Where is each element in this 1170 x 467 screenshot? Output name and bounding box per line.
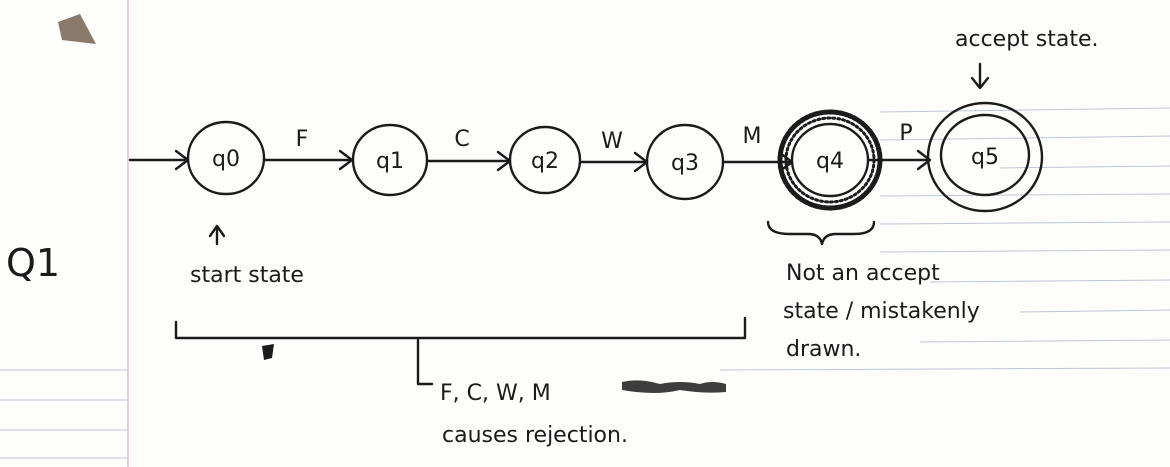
crossed-out-scribble: [622, 380, 726, 393]
rejection-line-2: causes rejection.: [442, 423, 628, 448]
start-state-pointer-head: [208, 224, 226, 238]
bracket-ink-blot: [262, 344, 274, 360]
state-q1-label: q1: [376, 149, 404, 174]
state-q4-scribbled: q4: [777, 109, 883, 211]
transition-q2-q3-label: W: [601, 129, 623, 154]
not-accept-line-1: Not an accept: [786, 261, 940, 286]
state-q5-label: q5: [971, 145, 999, 170]
transition-q3-q4: M: [721, 124, 794, 173]
state-q2: q2: [508, 125, 582, 195]
rejection-bracket: [174, 316, 747, 340]
not-accept-line-2: state / mistakenly: [783, 299, 980, 324]
transition-q0-q1: F: [262, 127, 354, 171]
not-accept-line-3: drawn.: [786, 337, 861, 362]
q4-brace: [766, 220, 876, 246]
state-q3: q3: [645, 123, 725, 201]
transition-q1-q2-label: C: [454, 127, 469, 152]
state-q3-label: q3: [671, 151, 699, 176]
transition-q4-q5-label: P: [899, 121, 912, 146]
transition-q3-q4-label: M: [743, 124, 762, 149]
state-q0-label: q0: [212, 147, 240, 172]
state-q2-label: q2: [531, 149, 559, 174]
question-label: Q1: [6, 241, 60, 285]
state-q1: q1: [351, 123, 429, 197]
accept-state-pointer-head: [970, 76, 990, 90]
transition-q1-q2: C: [425, 127, 512, 172]
paper-corner-mark: [58, 14, 96, 44]
start-state-annotation: start state: [190, 263, 304, 288]
transition-q4-q5: P: [866, 121, 932, 171]
transition-q0-q1-label: F: [296, 127, 309, 152]
rejection-bracket-leader: [416, 338, 434, 386]
state-q5-accept: q5: [926, 101, 1044, 213]
accept-state-annotation: accept state.: [955, 27, 1099, 52]
rejection-line-1: F, C, W, M: [440, 381, 551, 406]
transition-q2-q3: W: [578, 129, 649, 173]
state-q4-label: q4: [816, 149, 844, 174]
state-q0: q0: [186, 120, 266, 196]
